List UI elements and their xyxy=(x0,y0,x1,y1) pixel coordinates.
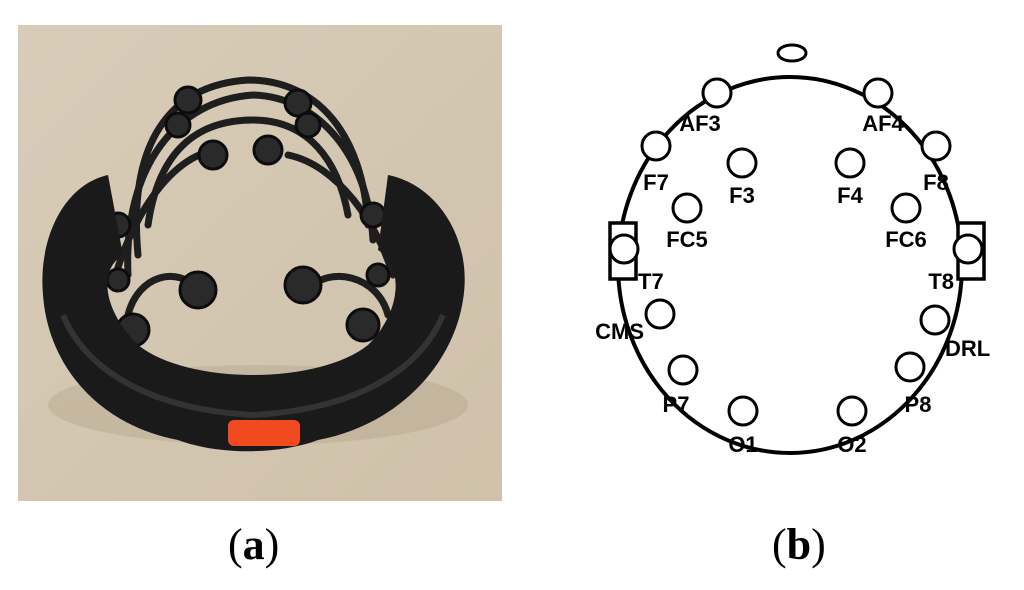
nose-marker xyxy=(776,43,808,63)
electrode-p7 xyxy=(667,354,699,386)
electrode-t8 xyxy=(952,233,984,265)
headset-power-button xyxy=(228,420,300,446)
electrode-label-drl: DRL xyxy=(945,336,990,361)
headset-band-groove xyxy=(60,313,446,419)
electrode-fc5 xyxy=(671,192,703,224)
electrode-label-t7: T7 xyxy=(638,269,664,294)
electrode-label-o1: O1 xyxy=(728,432,757,457)
electrode-drl xyxy=(919,304,951,336)
headset-photo xyxy=(18,25,502,501)
electrode-label-o2: O2 xyxy=(837,432,866,457)
electrode-t7 xyxy=(608,233,640,265)
electrode-label-p8: P8 xyxy=(905,392,932,417)
electrode-f4 xyxy=(834,147,866,179)
electrode-o1 xyxy=(727,395,759,427)
electrode-label-af3: AF3 xyxy=(679,111,721,136)
electrode-label-f7: F7 xyxy=(643,170,669,195)
electrode-label-f4: F4 xyxy=(837,183,863,208)
electrode-label-f3: F3 xyxy=(729,183,755,208)
electrode-cms xyxy=(644,298,676,330)
electrode-f8 xyxy=(920,130,952,162)
electrode-label-af4: AF4 xyxy=(862,111,904,136)
panel-a-caption: (a) xyxy=(228,520,280,569)
panel-b-caption: (b) xyxy=(772,520,826,569)
electrode-p8 xyxy=(894,351,926,383)
electrode-label-cms: CMS xyxy=(595,319,644,344)
headset-band xyxy=(42,175,465,452)
electrode-label-fc5: FC5 xyxy=(666,227,708,252)
electrode-label-p7: P7 xyxy=(663,392,690,417)
electrode-af3 xyxy=(701,77,733,109)
electrode-label-f8: F8 xyxy=(923,170,949,195)
electrode-label-t8: T8 xyxy=(928,269,954,294)
electrode-f7 xyxy=(640,130,672,162)
electrode-f3 xyxy=(726,147,758,179)
electrode-label-fc6: FC6 xyxy=(885,227,927,252)
electrode-o2 xyxy=(836,395,868,427)
electrode-fc6 xyxy=(890,192,922,224)
electrode-af4 xyxy=(862,77,894,109)
